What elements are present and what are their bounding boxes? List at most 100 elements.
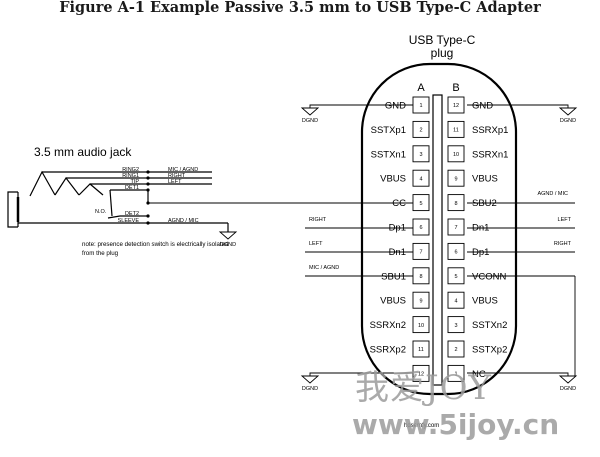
jack-title: 3.5 mm audio jack — [34, 145, 132, 159]
figure-title: Figure A-1 Example Passive 3.5 mm to USB… — [59, 0, 541, 16]
pin-label-b: GND — [472, 101, 493, 112]
pin-number-b: 9 — [454, 176, 457, 182]
jack-signal-label: RIGHT — [168, 173, 186, 179]
signal-mic-agnd-label: MIC / AGND — [309, 265, 339, 271]
pin-label-a: CC — [392, 198, 406, 209]
pin-label-a: VBUS — [380, 174, 406, 185]
jack-terminals — [146, 170, 150, 225]
pin-label-a: SSTXp1 — [371, 125, 406, 136]
pin-label-b: SSRXn1 — [472, 149, 508, 160]
pin-box-a — [412, 242, 430, 260]
plug-wiring — [148, 104, 576, 376]
jack-pin-label: DET1 — [125, 185, 139, 191]
pin-box-a — [412, 316, 430, 334]
pin-label-a: SSRXp2 — [370, 345, 406, 356]
signal-left-right-label: LEFT — [558, 217, 572, 223]
pin-number-a: 5 — [419, 201, 422, 207]
pin-number-b: 10 — [453, 152, 459, 158]
pin-label-b: SSRXp1 — [472, 125, 508, 136]
ground-label: DGND — [560, 118, 576, 124]
pin-number-b: 7 — [454, 225, 457, 231]
jack-pin-label: RING1 — [122, 173, 139, 179]
pin-box-b — [447, 169, 465, 187]
pin-label-a: SBU1 — [381, 271, 406, 282]
ground-symbol — [300, 375, 320, 384]
ground-symbol — [218, 231, 238, 240]
jack-pin-label: DET2 — [125, 211, 139, 217]
pin-number-a: 10 — [418, 323, 424, 329]
pin-number-b: 1 — [454, 372, 457, 378]
pin-box-b — [447, 316, 465, 334]
normally-open-label: N.O. — [95, 209, 107, 215]
pin-label-b: SSTXp2 — [472, 345, 507, 356]
column-b-label: B — [452, 82, 459, 94]
plug-title-line1: USB Type-C — [408, 33, 476, 47]
pin-number-b: 8 — [454, 201, 457, 207]
plug-tongue — [432, 94, 443, 386]
pin-box-b — [447, 145, 465, 163]
pin-label-b: VBUS — [472, 174, 498, 185]
jack-signal-label: AGND / MIC — [168, 218, 199, 224]
pin-label-b: SBU2 — [472, 198, 497, 209]
pin-number-a: 1 — [419, 103, 422, 109]
watermark-chinese: 我爱JOY — [355, 368, 492, 408]
pin-number-a: 8 — [419, 274, 422, 280]
jack-signal-label: MIC / AGND — [168, 167, 198, 173]
pin-box-a — [412, 145, 430, 163]
pin-box-b — [447, 194, 465, 212]
column-a-label: A — [417, 82, 425, 94]
jack-signal-label: LEFT — [168, 179, 182, 185]
pin-label-b: VCONN — [472, 271, 506, 282]
pin-label-b: VBUS — [472, 296, 498, 307]
pin-number-b: 3 — [454, 323, 457, 329]
plug-title-line2: plug — [430, 46, 454, 60]
pin-number-a: 3 — [419, 152, 422, 158]
ground-label: DGND — [220, 242, 236, 248]
pin-box-a — [412, 340, 430, 358]
pin-number-a: 6 — [419, 225, 422, 231]
pin-box-b — [447, 96, 465, 114]
pin-number-b: 4 — [454, 298, 457, 304]
signal-right-right-label: RIGHT — [554, 241, 572, 247]
audio-jack-symbol — [7, 170, 229, 232]
watermark-url: www.5ijoy.cn — [352, 408, 560, 441]
jack-pin-label: RING2 — [122, 167, 139, 173]
ground-symbol — [300, 107, 320, 116]
pin-number-a: 11 — [418, 347, 424, 353]
pin-number-b: 5 — [454, 274, 457, 280]
pin-number-a: 4 — [419, 176, 422, 182]
pin-number-a: 9 — [419, 298, 422, 304]
pin-label-a: SSTXn1 — [371, 149, 406, 160]
jack-pin-label: TIP — [130, 179, 139, 185]
pin-number-b: 11 — [453, 128, 459, 134]
jack-note: note: presence detection switch is elect… — [82, 241, 229, 257]
pin-box-a — [412, 291, 430, 309]
pin-box-b — [447, 218, 465, 236]
pin-number-b: 2 — [454, 347, 457, 353]
pin-number-a: 7 — [419, 250, 422, 256]
ground-label: DGND — [560, 386, 576, 392]
pin-label-a: SSRXn2 — [370, 320, 406, 331]
plug-title: USB Type-C plug — [398, 34, 486, 60]
pin-number-a: 12 — [418, 372, 424, 378]
pin-label-b: SSTXn2 — [472, 320, 507, 331]
signal-agnd-mic-label: AGND / MIC — [537, 191, 568, 197]
pin-box-a — [412, 169, 430, 187]
pin-box-b — [447, 364, 465, 382]
pin-box-b — [447, 291, 465, 309]
pin-label-a: GND — [385, 101, 406, 112]
pin-box-b — [447, 120, 465, 138]
pin-number-a: 2 — [419, 128, 422, 134]
pin-label-a: VBUS — [380, 296, 406, 307]
signal-right-left-label: RIGHT — [309, 217, 327, 223]
pin-box-a — [412, 120, 430, 138]
ground-symbol — [558, 375, 578, 384]
watermark-small: hdsemfy.com — [404, 423, 439, 429]
ground-label: DGND — [302, 386, 318, 392]
pin-number-b: 6 — [454, 250, 457, 256]
